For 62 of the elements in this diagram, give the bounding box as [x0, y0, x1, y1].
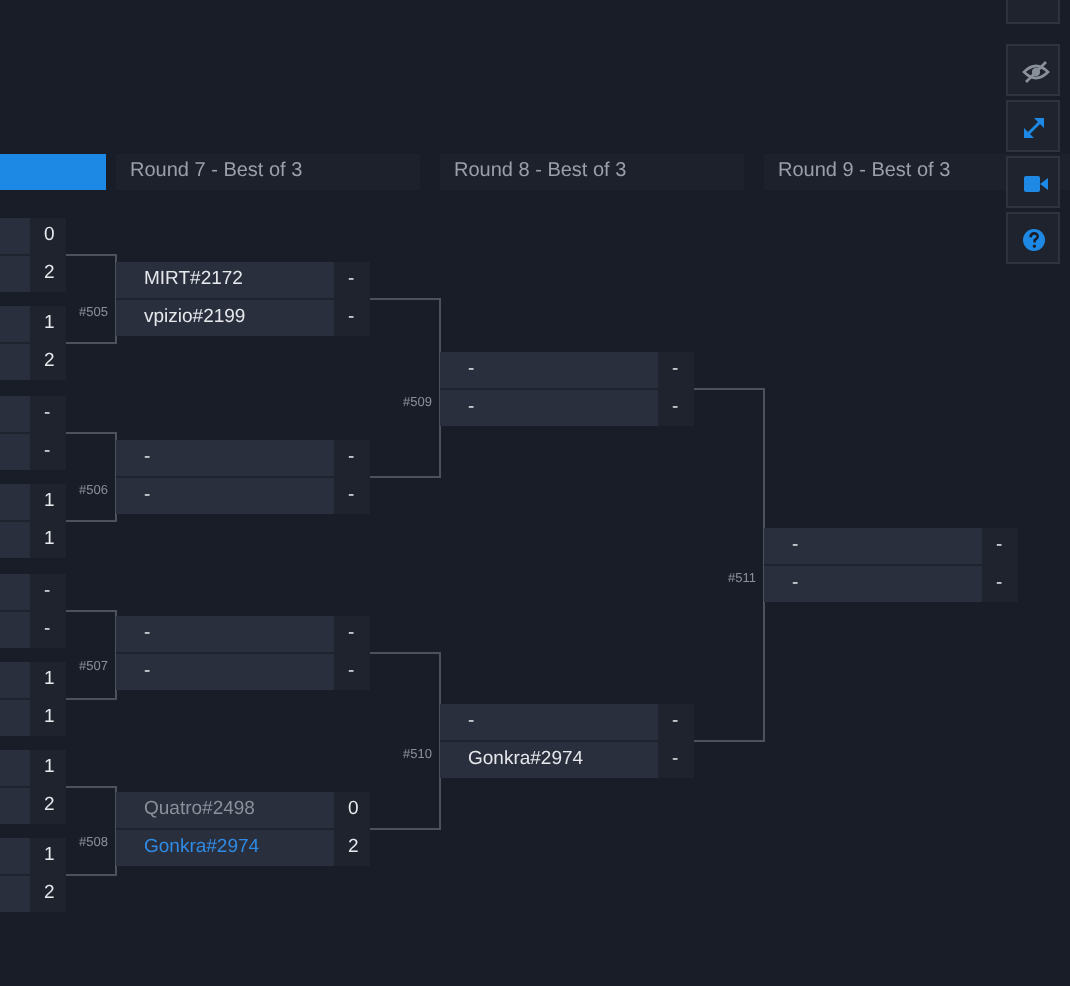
player-name: Quatro#2498	[116, 792, 334, 828]
match-card	[0, 218, 66, 292]
player-name: -	[764, 566, 982, 602]
player-name: -	[440, 390, 658, 426]
score: 0	[346, 796, 361, 824]
score: 1	[42, 754, 57, 782]
player-name: -	[116, 654, 334, 690]
score: -	[346, 482, 357, 510]
round-header: Round 8 - Best of 3	[454, 158, 627, 186]
player-name: -	[116, 440, 334, 476]
round-header: Round 9 - Best of 3	[778, 158, 951, 186]
match-card	[0, 396, 66, 470]
score: 0	[42, 222, 57, 250]
match-card	[0, 750, 66, 824]
match-card	[0, 484, 66, 558]
score: 2	[42, 260, 57, 288]
score: -	[670, 708, 681, 736]
player-name: -	[440, 704, 658, 740]
player-name: -	[440, 352, 658, 388]
score: -	[346, 658, 357, 686]
score: -	[670, 394, 681, 422]
score: -	[346, 304, 357, 332]
score: -	[346, 444, 357, 472]
player-name: -	[764, 528, 982, 564]
match-card	[440, 352, 694, 426]
match-card	[116, 440, 370, 514]
score: -	[994, 532, 1005, 560]
match-card	[764, 528, 1018, 602]
match-card	[0, 838, 66, 912]
score: -	[346, 266, 357, 294]
score: 1	[42, 310, 57, 338]
player-name: -	[116, 478, 334, 514]
score: 1	[42, 526, 57, 554]
score: 2	[42, 792, 57, 820]
score: -	[42, 578, 53, 606]
score: -	[994, 570, 1005, 598]
score: 2	[42, 348, 57, 376]
player-name: Gonkra#2974	[116, 830, 334, 866]
player-name: Gonkra#2974	[440, 742, 658, 778]
match-card	[116, 792, 370, 866]
score: -	[670, 746, 681, 774]
score: -	[42, 438, 53, 466]
match-card	[0, 662, 66, 736]
match-card	[116, 262, 370, 336]
score: 1	[42, 488, 57, 516]
player-name: vpizio#2199	[116, 300, 334, 336]
score: -	[346, 620, 357, 648]
match-card	[0, 574, 66, 648]
player-name: -	[116, 616, 334, 652]
round-header: Round 7 - Best of 3	[130, 158, 303, 186]
score: -	[670, 356, 681, 384]
score: 1	[42, 842, 57, 870]
score: 1	[42, 704, 57, 732]
match-card	[0, 306, 66, 380]
score: 2	[42, 880, 57, 908]
player-name: MIRT#2172	[116, 262, 334, 298]
score: 1	[42, 666, 57, 694]
score: 2	[346, 834, 361, 862]
score: -	[42, 616, 53, 644]
score: -	[42, 400, 53, 428]
match-card	[440, 704, 694, 778]
match-card	[116, 616, 370, 690]
